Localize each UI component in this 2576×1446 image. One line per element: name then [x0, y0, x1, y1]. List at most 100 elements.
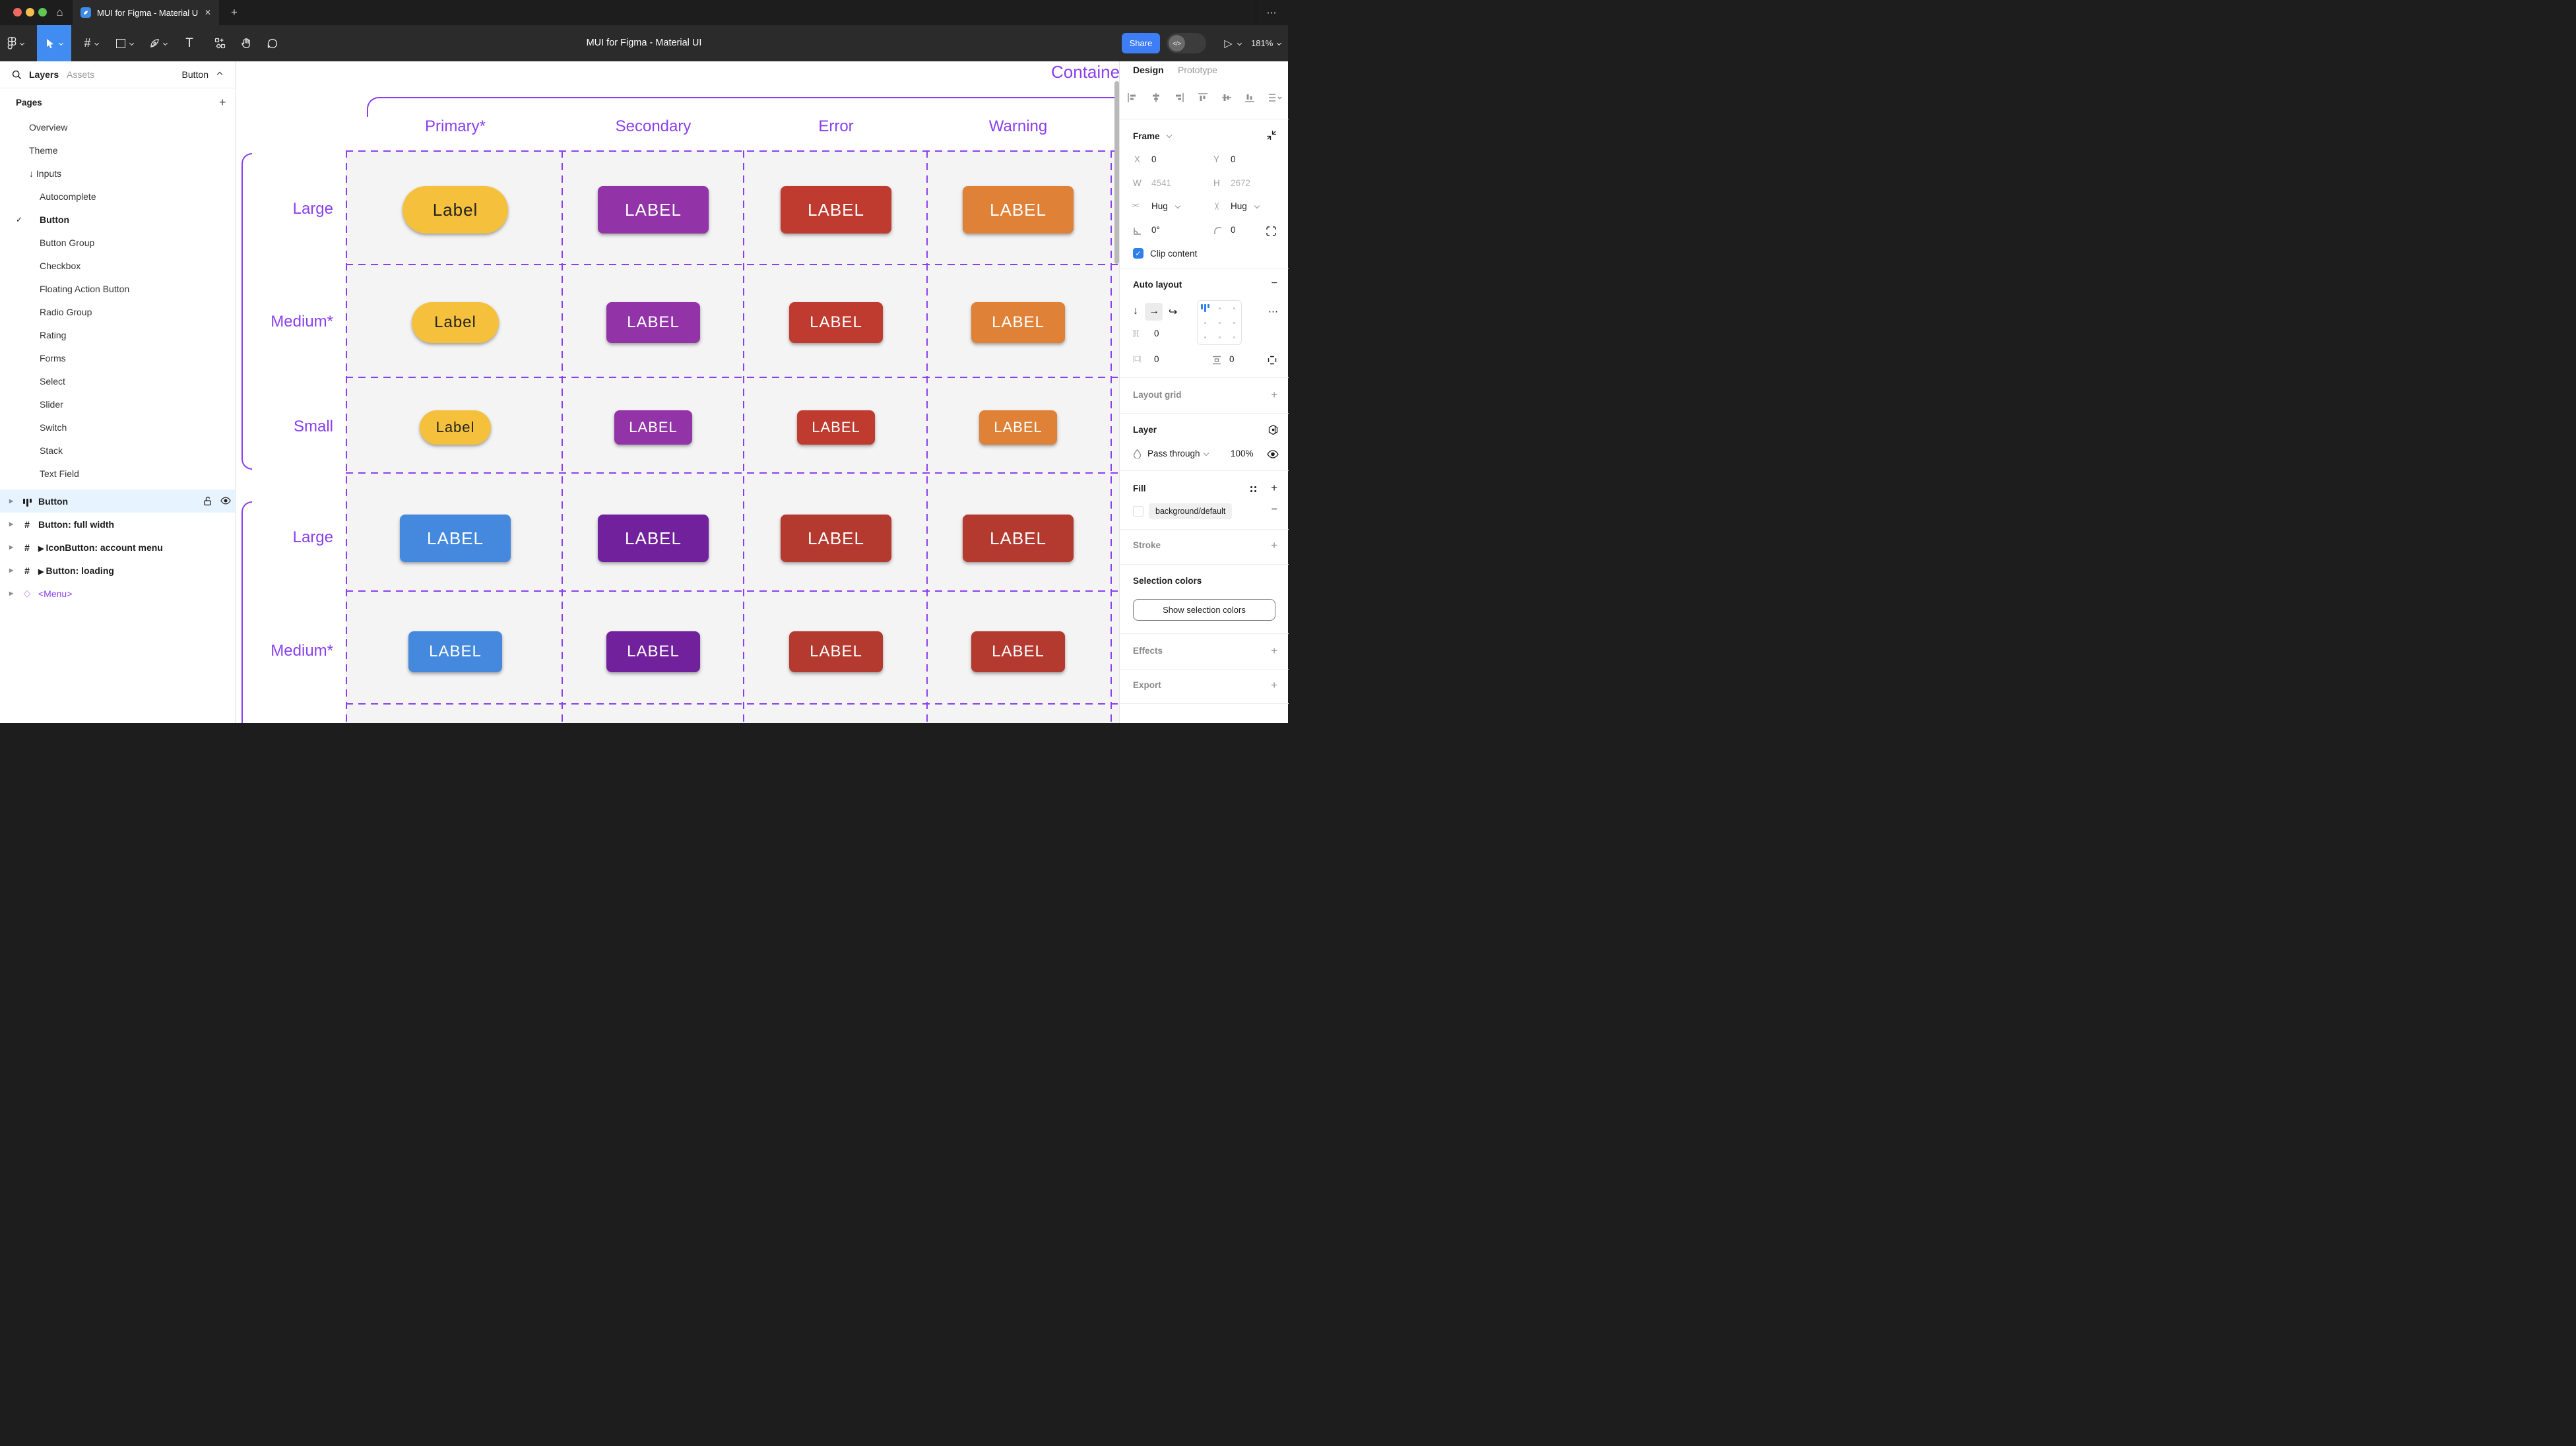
w-value[interactable]: 4541: [1151, 178, 1172, 188]
auto-layout-more-icon[interactable]: ⋯: [1268, 306, 1279, 317]
mui-button-medium-primary[interactable]: Label: [412, 302, 499, 343]
add-effect-button[interactable]: +: [1271, 644, 1277, 657]
align-right-icon[interactable]: [1173, 92, 1185, 104]
mui-button-large-error[interactable]: LABEL: [781, 515, 891, 562]
sidebar-page-overview[interactable]: Overview: [0, 115, 235, 139]
hand-tool[interactable]: [238, 25, 255, 61]
row-label-medium[interactable]: Medium*: [271, 313, 333, 330]
row-label-large[interactable]: Large: [292, 200, 333, 218]
sidebar-page-radio-group[interactable]: Radio Group: [0, 300, 235, 323]
mui-button-small-secondary[interactable]: LABEL: [614, 410, 692, 445]
mui-button-large-primary[interactable]: LABEL: [400, 515, 511, 562]
column-header-primary[interactable]: Primary*: [424, 117, 486, 135]
blend-mode-icon[interactable]: [1268, 424, 1279, 435]
mui-button-large-warning[interactable]: LABEL: [963, 515, 1074, 562]
hug-vertical-value[interactable]: Hug: [1231, 201, 1247, 211]
clip-content-checkbox[interactable]: ✓: [1133, 248, 1143, 259]
tab-close-icon[interactable]: ✕: [204, 8, 211, 17]
auto-layout-alignment-grid[interactable]: [1197, 300, 1242, 345]
dev-mode-toggle[interactable]: </>: [1167, 33, 1206, 53]
row-label-large[interactable]: Large: [292, 528, 333, 546]
canvas-vertical-scrollbar[interactable]: [1114, 81, 1119, 264]
window-zoom-button[interactable]: [38, 8, 47, 16]
remove-fill-button[interactable]: −: [1271, 504, 1277, 515]
add-fill-button[interactable]: +: [1271, 482, 1277, 494]
mui-button-large-error[interactable]: LABEL: [781, 186, 891, 234]
mui-button-large-secondary[interactable]: LABEL: [598, 515, 709, 562]
add-stroke-button[interactable]: +: [1271, 539, 1277, 551]
sidebar-page-floating-action-button[interactable]: Floating Action Button: [0, 277, 235, 300]
search-icon[interactable]: [12, 70, 22, 80]
add-export-button[interactable]: +: [1271, 679, 1277, 691]
row-label-medium[interactable]: Medium*: [271, 642, 333, 660]
sidebar-page-text-field[interactable]: Text Field: [0, 462, 235, 485]
layer-row-button-loading[interactable]: ▶#▶ Button: loading: [0, 559, 235, 582]
y-value[interactable]: 0: [1231, 154, 1236, 164]
window-close-button[interactable]: [13, 8, 22, 16]
fill-token-chip[interactable]: background/default: [1149, 503, 1233, 519]
add-layout-grid-button[interactable]: +: [1271, 389, 1277, 401]
rotation-value[interactable]: 0°: [1151, 225, 1160, 235]
sidebar-page-button[interactable]: ✓Button: [0, 208, 235, 231]
corner-radius-value[interactable]: 0: [1231, 225, 1236, 235]
sidebar-page-stack[interactable]: Stack: [0, 439, 235, 462]
sidebar-page-autocomplete[interactable]: Autocomplete: [0, 185, 235, 208]
page-selector[interactable]: Button: [181, 69, 209, 80]
sidebar-page-button-group[interactable]: Button Group: [0, 231, 235, 254]
mui-button-small-primary[interactable]: Label: [420, 410, 491, 445]
column-header-secondary[interactable]: Secondary: [615, 117, 692, 135]
align-left-icon[interactable]: [1126, 92, 1138, 104]
show-selection-colors-button[interactable]: Show selection colors: [1133, 599, 1275, 621]
mui-button-medium-primary[interactable]: LABEL: [408, 631, 502, 672]
sidebar-page-inputs[interactable]: ↓ Inputs: [0, 162, 235, 185]
frame-title[interactable]: Contained: [1051, 62, 1119, 82]
sidebar-page-theme[interactable]: Theme: [0, 139, 235, 162]
present-button[interactable]: ▷: [1219, 25, 1246, 61]
tab-overflow-menu[interactable]: ⋯: [1256, 0, 1288, 25]
mui-button-large-secondary[interactable]: LABEL: [598, 186, 709, 234]
collapse-icon[interactable]: [1266, 130, 1277, 141]
layer-row-button[interactable]: ▶Button: [0, 489, 235, 513]
distribute-menu-icon[interactable]: [1268, 92, 1282, 104]
item-spacing-value[interactable]: 0: [1154, 329, 1159, 338]
vertical-padding-value[interactable]: 0: [1229, 354, 1235, 364]
mui-button-medium-warning[interactable]: LABEL: [971, 302, 1065, 343]
blend-mode-value[interactable]: Pass through: [1147, 449, 1200, 458]
auto-layout-right-icon-selected[interactable]: →: [1149, 305, 1159, 317]
mui-button-medium-error[interactable]: LABEL: [789, 302, 883, 343]
sidebar-page-select[interactable]: Select: [0, 369, 235, 393]
share-button[interactable]: Share: [1122, 33, 1160, 53]
tab-prototype[interactable]: Prototype: [1178, 65, 1217, 75]
move-tool-selected[interactable]: [37, 25, 71, 61]
new-tab-button[interactable]: +: [231, 6, 238, 18]
column-header-warning[interactable]: Warning: [988, 117, 1048, 135]
auto-layout-wrap-icon[interactable]: ↩: [1169, 307, 1178, 318]
sidebar-page-forms[interactable]: Forms: [0, 346, 235, 369]
expand-caret-icon[interactable]: ▶: [9, 521, 14, 527]
mui-button-large-primary[interactable]: Label: [402, 186, 508, 234]
canvas[interactable]: Contained Primary*SecondaryErrorWarning …: [236, 61, 1119, 723]
mui-button-small-error[interactable]: LABEL: [797, 410, 875, 445]
x-value[interactable]: 0: [1151, 154, 1157, 164]
opacity-value[interactable]: 100%: [1231, 449, 1254, 458]
independent-corners-icon[interactable]: [1266, 226, 1276, 236]
auto-layout-down-icon[interactable]: ↓: [1133, 305, 1138, 317]
mui-button-medium-secondary[interactable]: LABEL: [606, 631, 700, 672]
frame-section-title[interactable]: Frame: [1133, 131, 1160, 141]
layer-row-iconbutton-account-menu[interactable]: ▶#▶ IconButton: account menu: [0, 536, 235, 559]
layer-row--menu-[interactable]: ▶◇<Menu>: [0, 582, 235, 605]
fill-color-swatch[interactable]: [1133, 506, 1143, 517]
mui-button-medium-warning[interactable]: LABEL: [971, 631, 1065, 672]
main-menu-button[interactable]: [5, 25, 25, 61]
fill-styles-icon[interactable]: [1249, 485, 1258, 493]
zoom-menu[interactable]: 181%: [1251, 25, 1282, 61]
sidebar-page-checkbox[interactable]: Checkbox: [0, 254, 235, 277]
mui-button-medium-secondary[interactable]: LABEL: [606, 302, 700, 343]
align-horizontal-center-icon[interactable]: [1150, 92, 1162, 104]
visibility-eye-icon[interactable]: [220, 497, 231, 505]
unlock-icon[interactable]: [203, 496, 212, 506]
actions-tool[interactable]: [211, 25, 228, 61]
align-bottom-icon[interactable]: [1244, 92, 1256, 104]
hug-horizontal-value[interactable]: Hug: [1151, 201, 1168, 211]
independent-padding-icon[interactable]: [1268, 356, 1277, 365]
